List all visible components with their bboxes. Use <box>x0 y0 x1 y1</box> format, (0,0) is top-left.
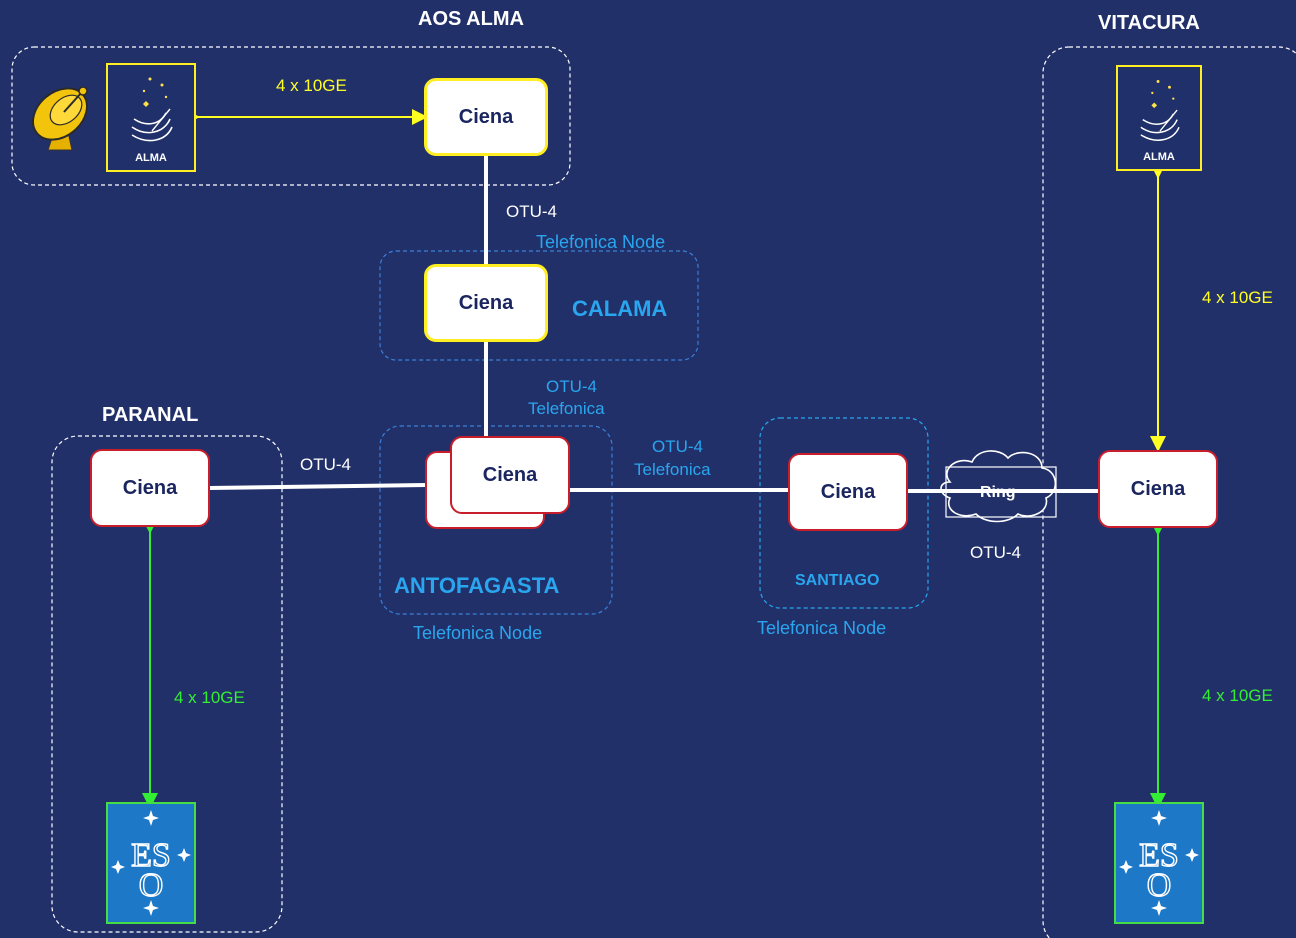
ciena-node-paranal[interactable]: Ciena <box>90 449 210 527</box>
alma-logo-vitacura: ALMA <box>1116 65 1202 171</box>
region-title-santiago: SANTIAGO <box>795 572 880 589</box>
alma-antenna-icon <box>1140 80 1180 141</box>
eso-logo-icon: ES O <box>1119 810 1199 916</box>
svg-text:O: O <box>139 867 164 904</box>
svg-text:ES: ES <box>1139 837 1179 874</box>
link-label-calama-antofagasta-1: OTU-4 <box>546 377 597 396</box>
ring-cloud-icon <box>908 450 1098 523</box>
link-label-alma-aos: 4 x 10GE <box>276 76 347 95</box>
paranal-boundary <box>51 435 283 933</box>
ciena-node-santiago[interactable]: Ciena <box>788 453 908 531</box>
alma-logo-aos: ALMA <box>106 63 196 172</box>
link-label-antofagasta-santiago-2: Telefonica <box>634 460 711 479</box>
link-label-vitacura-alma: 4 x 10GE <box>1202 288 1273 307</box>
telefonica-node-label-santiago: Telefonica Node <box>757 618 887 638</box>
eso-logo-vitacura: ES O <box>1114 802 1204 924</box>
calama-boundary <box>379 250 699 361</box>
link-label-santiago-vitacura: OTU-4 <box>970 543 1021 562</box>
link-paranal-antofagasta <box>209 483 427 490</box>
region-title-calama: CALAMA <box>572 296 668 321</box>
svg-text:ES: ES <box>131 837 171 874</box>
link-label-calama-antofagasta-2: Telefonica <box>528 399 605 418</box>
link-label-aos-calama: OTU-4 <box>506 202 557 221</box>
eso-logo-paranal: ES O <box>106 802 196 924</box>
link-label-paranal-eso: 4 x 10GE <box>174 688 245 707</box>
ciena-node-aos[interactable]: Ciena <box>424 78 548 156</box>
ciena-node-calama[interactable]: Ciena <box>424 264 548 342</box>
ciena-node-vitacura[interactable]: Ciena <box>1098 450 1218 528</box>
ring-label: Ring <box>980 484 1016 501</box>
telefonica-node-label-calama: Telefonica Node <box>536 232 666 252</box>
aos-alma-boundary <box>11 46 571 186</box>
site-title-aos-alma: AOS ALMA <box>418 8 524 30</box>
alma-antenna-icon <box>131 77 173 142</box>
svg-text:O: O <box>1147 867 1172 904</box>
eso-logo-icon: ES O <box>111 810 191 916</box>
link-label-antofagasta-santiago-1: OTU-4 <box>652 437 703 456</box>
alma-logo-text: ALMA <box>135 152 167 164</box>
site-title-paranal: PARANAL <box>102 404 199 426</box>
ciena-node-antofagasta[interactable]: Ciena <box>450 436 570 514</box>
alma-logo-text: ALMA <box>1143 151 1175 163</box>
link-label-paranal-antofagasta: OTU-4 <box>300 455 351 474</box>
satellite-dish-icon <box>32 86 88 151</box>
telefonica-node-label-antofagasta: Telefonica Node <box>413 623 543 643</box>
link-label-vitacura-eso: 4 x 10GE <box>1202 686 1273 705</box>
santiago-boundary <box>759 417 929 609</box>
antofagasta-boundary <box>379 425 613 615</box>
site-title-vitacura: VITACURA <box>1098 12 1200 34</box>
region-title-antofagasta: ANTOFAGASTA <box>394 573 560 598</box>
